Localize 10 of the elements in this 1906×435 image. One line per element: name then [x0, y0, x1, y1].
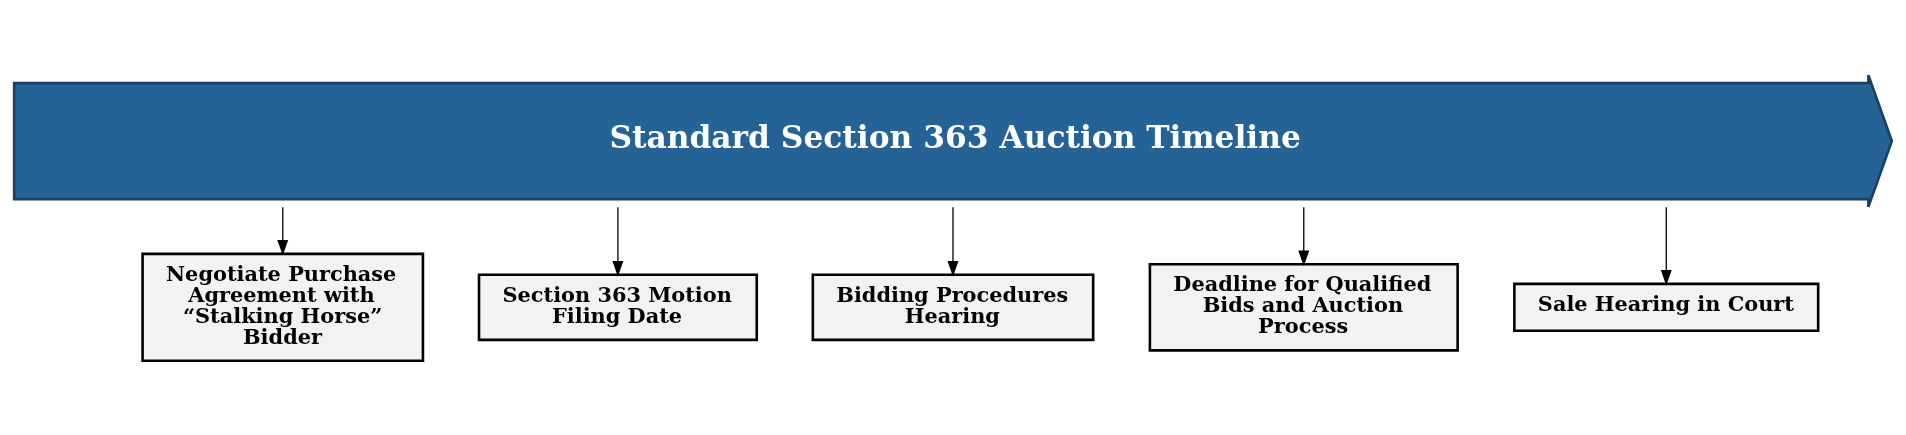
- node-box: Sale Hearing in Court: [1513, 282, 1820, 332]
- node-box: Bidding Procedures Hearing: [811, 272, 1095, 341]
- node-box: Section 363 Motion Filing Date: [477, 272, 759, 341]
- arrow: [1298, 206, 1310, 266]
- arrow: [947, 206, 959, 277]
- arrow: [612, 206, 624, 277]
- node-box: Negotiate Purchase Agreement with “Stalking Horse” Bidder: [141, 252, 425, 362]
- arrow: [277, 206, 289, 256]
- arrow: [1660, 206, 1672, 286]
- node-box: Deadline for Qualified Bids and Auction Process: [1148, 262, 1459, 352]
